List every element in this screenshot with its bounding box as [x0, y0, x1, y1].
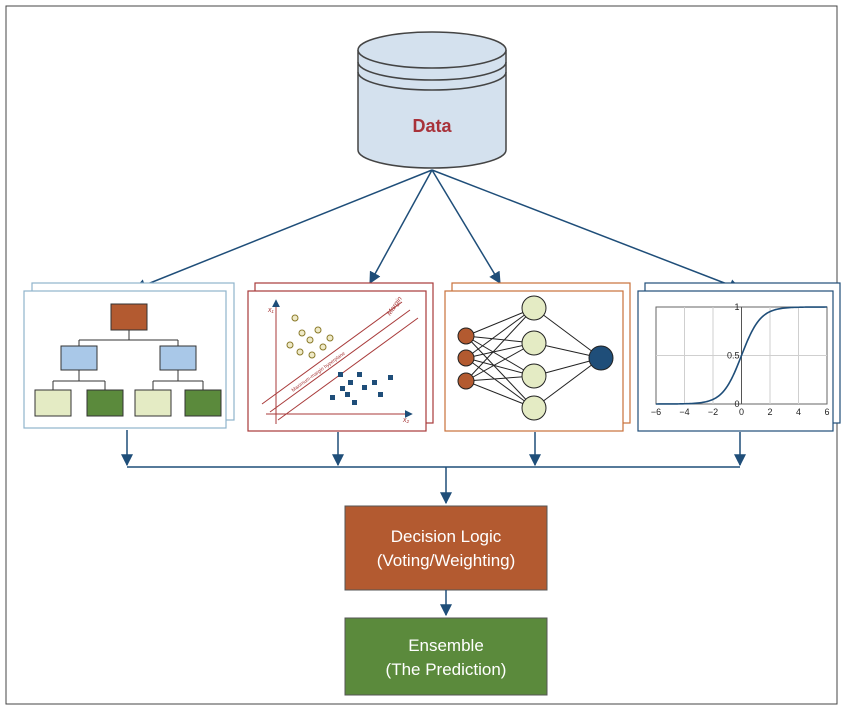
sigmoid-x-tick: 0: [739, 407, 744, 417]
svm-x-axis-label: x₂: [402, 417, 410, 424]
decision-tree-panel: [23, 282, 235, 429]
arrow-to-sigmoid: [431, 169, 742, 291]
sigmoid-panel: −6 −4 −2 0 2 4 6 0 0.5 1: [637, 282, 841, 432]
database-icon: Data: [357, 31, 507, 169]
data-to-models-arrows: [133, 169, 742, 291]
ensemble-subtitle: (The Prediction): [386, 660, 507, 679]
sigmoid-curve-icon: −6 −4 −2 0 2 4 6 0 0.5 1: [651, 302, 830, 417]
models-to-bus-arrows: [121, 430, 746, 505]
arrow-to-svm: [369, 169, 433, 285]
decision-logic-node: Decision Logic (Voting/Weighting): [344, 505, 548, 591]
neural-network-panel: [444, 282, 631, 432]
decision-logic-subtitle: (Voting/Weighting): [377, 551, 516, 570]
sigmoid-x-tick: 2: [767, 407, 772, 417]
svm-panel: x₁ x₂ Margin Maximum-margin hyperplane: [247, 282, 434, 432]
sigmoid-y-tick: 1: [734, 302, 739, 312]
arrow-to-tree: [133, 169, 433, 291]
sigmoid-x-tick: −6: [651, 407, 661, 417]
sigmoid-y-tick: 0.5: [727, 351, 740, 361]
data-label: Data: [412, 116, 452, 136]
decision-tree-icon: [34, 303, 222, 417]
sigmoid-x-tick: 6: [824, 407, 829, 417]
ensemble-node: Ensemble (The Prediction): [344, 617, 548, 696]
sigmoid-y-tick: 0: [734, 399, 739, 409]
neural-network-icon: [457, 295, 614, 421]
sigmoid-x-tick: −4: [679, 407, 689, 417]
svm-y-axis-label: x₁: [267, 307, 275, 314]
ensemble-title: Ensemble: [408, 636, 484, 655]
decision-logic-title: Decision Logic: [391, 527, 502, 546]
arrow-to-nn: [431, 169, 501, 285]
sigmoid-x-tick: 4: [796, 407, 801, 417]
sigmoid-x-tick: −2: [708, 407, 718, 417]
